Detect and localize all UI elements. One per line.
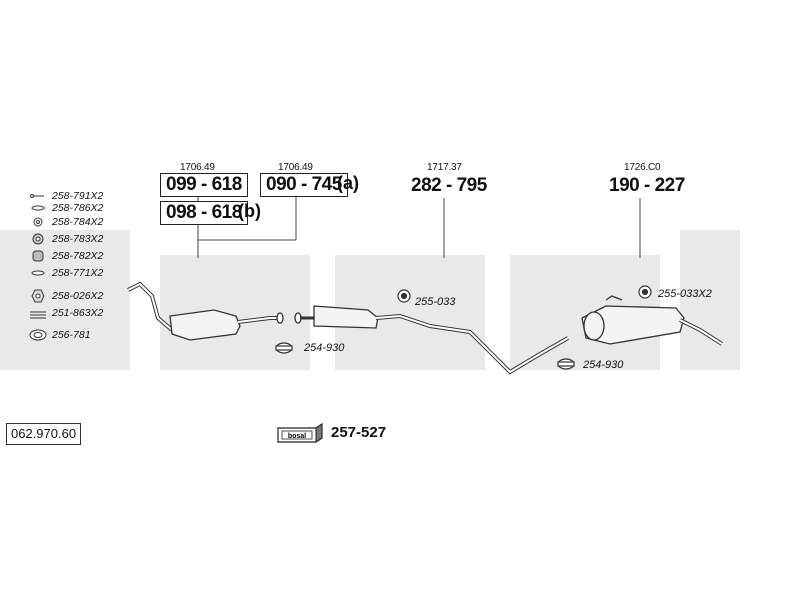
part-variant-label: (b) — [238, 201, 261, 221]
seal-ring-icon — [29, 329, 47, 341]
hanger-icon — [638, 285, 652, 299]
part-number: 190 - 227 — [609, 175, 685, 196]
middle-silencer — [294, 305, 569, 375]
group-ref: 1726.C0 — [624, 162, 661, 173]
ring-icon — [33, 217, 43, 227]
accessory-label: 258-783X2 — [52, 233, 104, 245]
kit-number: 257-527 — [331, 424, 387, 441]
coil-spring-icon — [30, 311, 46, 319]
nut-icon — [32, 233, 44, 245]
accessory-label: 258-786X2 — [52, 202, 104, 214]
group-ref: 1706.49 — [278, 162, 313, 173]
part-number-box: 090 - 745 — [260, 173, 348, 197]
bosal-kit-logo-icon: bosal — [277, 422, 323, 443]
catalog-code: 062.970.60 — [6, 423, 82, 445]
clamp-label: 254-930 — [583, 359, 624, 371]
accessory-label: 258-784X2 — [52, 216, 104, 228]
clamp-icon — [557, 358, 575, 370]
hanger-label: 255-033 — [415, 296, 456, 308]
accessory-label: 256-781 — [52, 329, 91, 341]
part-number-box: 099 - 618 — [160, 173, 248, 197]
accessory-label: 251-863X2 — [52, 307, 104, 319]
part-variant-label: (a) — [337, 173, 359, 193]
bolt-icon — [30, 194, 44, 198]
spring-icon — [31, 270, 45, 276]
accessory-label: 258-771X2 — [52, 267, 104, 279]
clamp-icon — [275, 342, 293, 354]
catalytic-converter — [127, 281, 284, 341]
hanger-label: 255-033X2 — [658, 288, 712, 300]
accessory-label: 258-782X2 — [52, 250, 104, 262]
gasket-icon — [32, 250, 44, 262]
rear-silencer — [581, 295, 724, 346]
clamp-label: 254-930 — [304, 342, 345, 354]
accessory-label: 258-026X2 — [52, 290, 104, 302]
accessory-label: 258-791X2 — [52, 190, 104, 202]
hex-nut-icon — [31, 289, 45, 303]
group-ref: 1717.37 — [427, 162, 462, 173]
part-number-box: 098 - 618 — [160, 201, 248, 225]
hanger-icon — [397, 289, 411, 303]
washer-icon — [31, 205, 45, 211]
group-ref: 1706.49 — [180, 162, 215, 173]
part-number: 282 - 795 — [411, 175, 487, 196]
kit-logo-text: bosal — [288, 433, 306, 440]
